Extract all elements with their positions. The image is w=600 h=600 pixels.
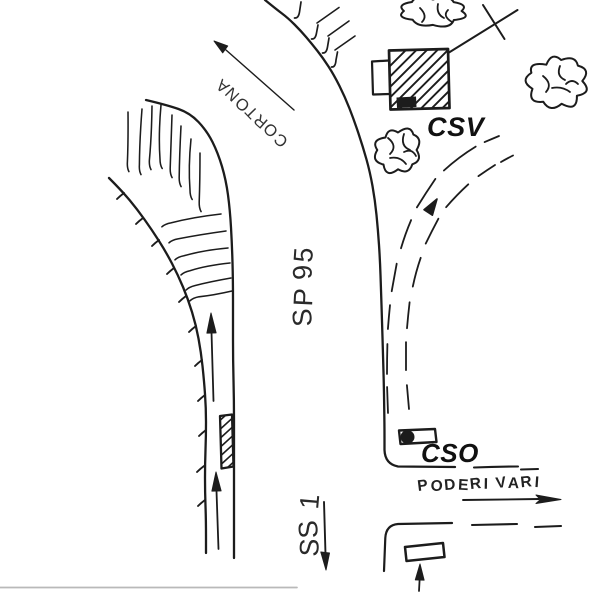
svg-text:SP 95: SP 95 bbox=[287, 245, 319, 327]
svg-text:SS 1: SS 1 bbox=[293, 492, 326, 558]
svg-text:CSV: CSV bbox=[427, 112, 486, 142]
svg-text:PODERI VARI: PODERI VARI bbox=[416, 473, 542, 497]
svg-text:CSO: CSO bbox=[421, 438, 479, 468]
